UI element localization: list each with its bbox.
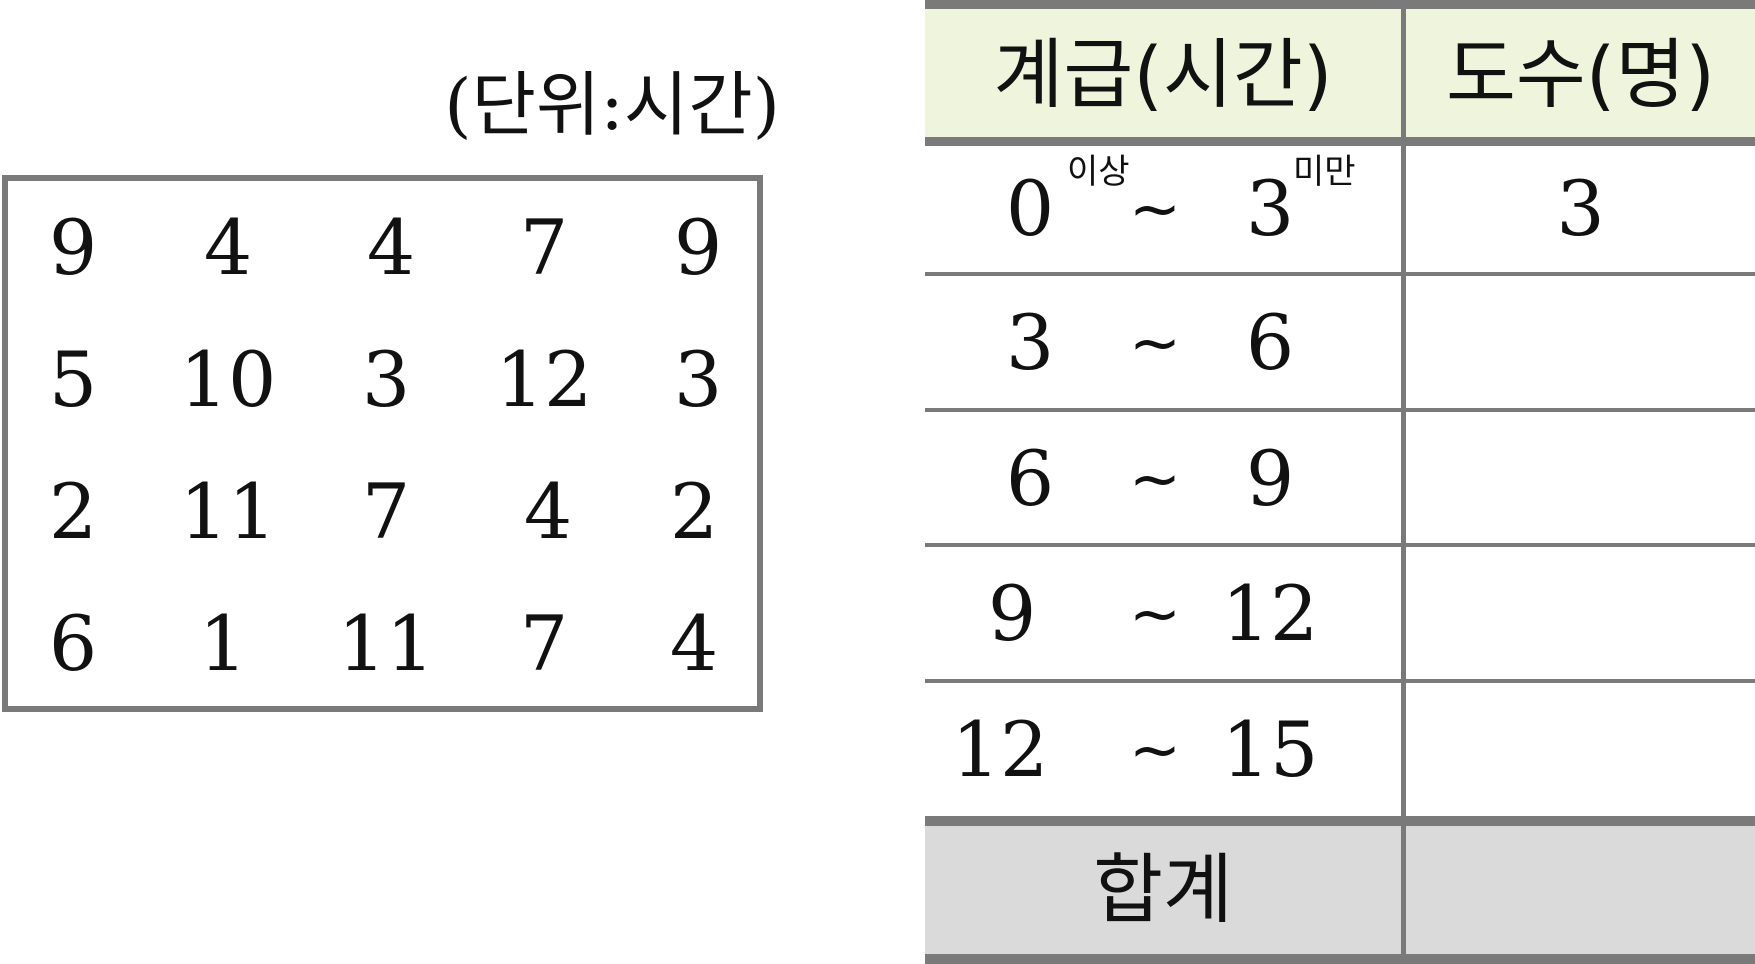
frequency-header: 도수(명)	[1445, 30, 1716, 119]
table-header-rule	[925, 137, 1755, 146]
sup-above-label: 이상	[1067, 152, 1130, 192]
data-value: 2	[48, 467, 98, 556]
sup-below-label: 미만	[1293, 152, 1356, 192]
table-row-divider	[925, 272, 1755, 276]
data-value: 4	[203, 203, 253, 292]
data-value: 4	[366, 203, 416, 292]
table-bottom-rule	[925, 954, 1755, 964]
class-lower-bound: 0	[1005, 164, 1055, 253]
table-row-divider	[925, 543, 1755, 547]
data-value: 10	[179, 335, 277, 424]
data-value: 2	[669, 467, 719, 556]
class-lower-bound: 9	[987, 569, 1037, 658]
class-row: 0 이상 ~ 3 미만	[925, 142, 1401, 276]
data-value: 4	[523, 467, 573, 556]
class-row: 6 ~ 9	[925, 412, 1401, 546]
class-upper-bound: 12	[1221, 569, 1319, 658]
data-value: 6	[48, 599, 98, 688]
class-upper-bound: 3	[1245, 164, 1295, 253]
table-footer-background	[925, 826, 1755, 954]
frequency-cell	[1406, 547, 1755, 681]
tilde-symbol: ~	[1129, 713, 1181, 786]
frequency-cell	[1406, 276, 1755, 410]
data-value: 9	[48, 203, 98, 292]
table-header-background	[925, 8, 1755, 140]
raw-data-box: 9 4 4 7 9 5 10 3 12 3 2 11 7 4 2 6 1 11 …	[2, 175, 763, 712]
data-value: 7	[519, 599, 569, 688]
class-upper-bound: 15	[1221, 705, 1319, 794]
class-row: 3 ~ 6	[925, 276, 1401, 410]
class-header: 계급(시간)	[993, 30, 1333, 119]
unit-label: (단위:시간)	[444, 64, 780, 146]
table-column-divider	[1401, 9, 1406, 954]
class-row: 12 ~ 15	[925, 683, 1401, 817]
data-value: 9	[673, 203, 723, 292]
table-top-rule	[925, 0, 1755, 9]
frequency-cell: 3	[1556, 164, 1605, 253]
data-value: 3	[673, 335, 723, 424]
frequency-cell	[1406, 412, 1755, 546]
tilde-symbol: ~	[1129, 306, 1181, 379]
data-value: 7	[361, 467, 411, 556]
total-label: 합계	[1093, 845, 1233, 934]
data-value: 11	[179, 467, 277, 556]
table-row-divider	[925, 679, 1755, 683]
class-lower-bound: 3	[1005, 298, 1055, 387]
data-value: 1	[198, 599, 248, 688]
class-row: 9 ~ 12	[925, 547, 1401, 681]
class-lower-bound: 12	[951, 705, 1049, 794]
frequency-table: 계급(시간) 도수(명) 0 이상 ~ 3 미만 3 3 ~ 6 6 ~ 9 9…	[925, 0, 1755, 964]
table-total-rule	[925, 816, 1755, 826]
data-value: 3	[361, 335, 411, 424]
total-value-cell	[1406, 826, 1755, 954]
tilde-symbol: ~	[1129, 172, 1181, 245]
data-value: 11	[337, 599, 435, 688]
class-upper-bound: 6	[1245, 298, 1295, 387]
tilde-symbol: ~	[1129, 442, 1181, 515]
table-row-divider	[925, 408, 1755, 412]
data-value: 12	[495, 335, 593, 424]
frequency-cell	[1406, 683, 1755, 817]
data-value: 7	[519, 203, 569, 292]
data-value: 4	[669, 599, 719, 688]
tilde-symbol: ~	[1129, 577, 1181, 650]
class-lower-bound: 6	[1005, 434, 1055, 523]
class-upper-bound: 9	[1245, 434, 1295, 523]
data-value: 5	[48, 335, 98, 424]
